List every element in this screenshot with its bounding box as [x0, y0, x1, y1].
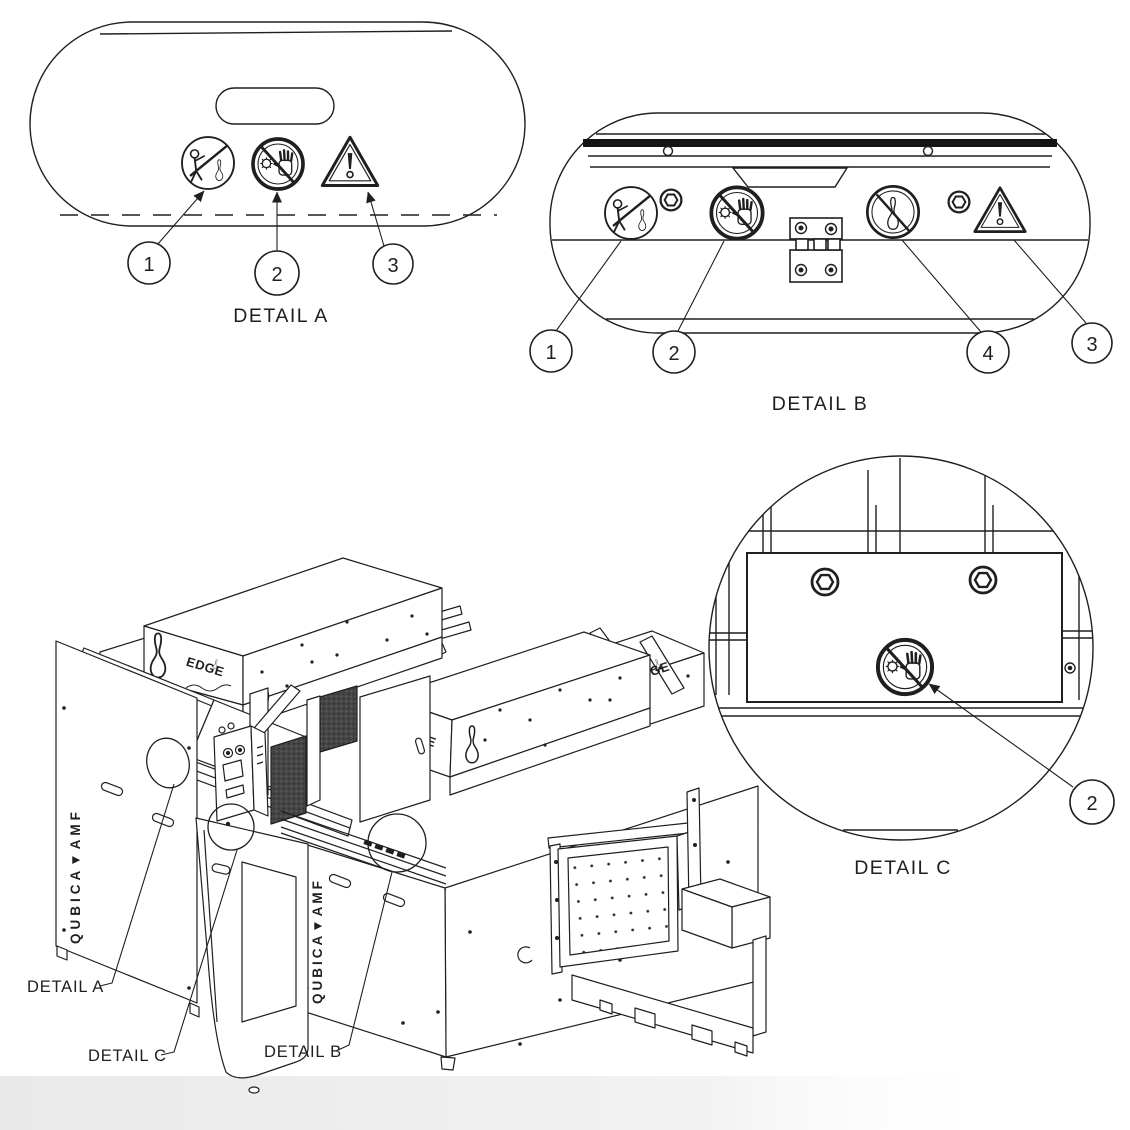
mesh-vent-panel — [319, 685, 358, 753]
pallet-base — [571, 878, 771, 1057]
left-rear-cover-box: EDGE — [143, 557, 443, 706]
handle-recess — [731, 167, 849, 188]
balloon-1-number: 1 — [545, 342, 556, 364]
balloon-2-number: 2 — [1086, 793, 1097, 815]
balloon-1: 1 — [529, 329, 573, 373]
detail-a-callout-circle — [146, 737, 190, 789]
hex-bolt-icon — [968, 565, 998, 595]
person-pin-prohibition-label-icon — [605, 187, 657, 239]
brand-wordmark-vertical: QUBICA▼AMF — [310, 878, 325, 1004]
black-trim-band — [583, 139, 1057, 147]
balloon-1: 1 — [127, 241, 171, 285]
detail-b-view: 1 2 4 3 DETAIL B — [529, 112, 1113, 415]
detail-c-title: DETAIL C — [854, 857, 952, 879]
detail-a-title: DETAIL A — [233, 305, 328, 327]
balloon-2-number: 2 — [668, 343, 679, 365]
balloon-3-number: 3 — [387, 255, 398, 277]
detail-a-view: 1 2 3 DETAIL A — [29, 21, 526, 327]
access-panel — [746, 552, 1063, 703]
center-console — [213, 675, 431, 825]
balloon-4-number: 4 — [982, 343, 993, 365]
balloon-2-number: 2 — [271, 264, 282, 286]
balloon-3: 3 — [1071, 322, 1113, 364]
balloon-3-number: 3 — [1086, 334, 1097, 356]
hex-bolt-icon — [947, 190, 971, 214]
perforated-panel-wall — [547, 787, 702, 975]
hex-bolt-icon — [810, 567, 840, 597]
machine-isometric-view: EDGE EDGE — [27, 557, 771, 1094]
no-pin-handling-label-icon — [867, 186, 918, 237]
balloon-4: 4 — [966, 330, 1010, 374]
mesh-vent-panel — [270, 735, 307, 825]
hinge — [789, 217, 843, 283]
detail-b-callout-circle — [367, 813, 427, 873]
bottom-shade-band — [0, 1076, 1010, 1130]
balloon-2: 2 — [254, 250, 300, 296]
detail-b-title: DETAIL B — [772, 393, 869, 415]
machine-detail-b-label: DETAIL B — [264, 1043, 342, 1061]
no-touch-hand-gear-label-icon — [251, 137, 305, 191]
no-touch-hand-gear-label-icon — [709, 185, 765, 241]
left-brand-panel: QUBICA▼AMF — [55, 640, 200, 1018]
balloon-1-number: 1 — [143, 254, 154, 276]
no-touch-hand-gear-label-icon — [875, 637, 935, 697]
balloon-3: 3 — [372, 243, 414, 285]
detail-c-view: 2 DETAIL C — [708, 455, 1115, 879]
front-curtain-panel — [195, 817, 309, 1094]
handle-recess — [215, 87, 335, 125]
hex-bolt-icon — [659, 188, 683, 212]
machine-detail-c-label: DETAIL C — [88, 1047, 167, 1065]
brand-wordmark-vertical: QUBICA▼AMF — [68, 808, 83, 944]
person-pin-prohibition-label-icon — [182, 137, 234, 189]
right-brand-panel: QUBICA▼AMF — [289, 841, 456, 1071]
balloon-2: 2 — [1069, 779, 1115, 825]
detail-c-callout-circle — [207, 803, 255, 851]
balloon-2: 2 — [652, 330, 696, 374]
machine-detail-a-label: DETAIL A — [27, 978, 104, 996]
